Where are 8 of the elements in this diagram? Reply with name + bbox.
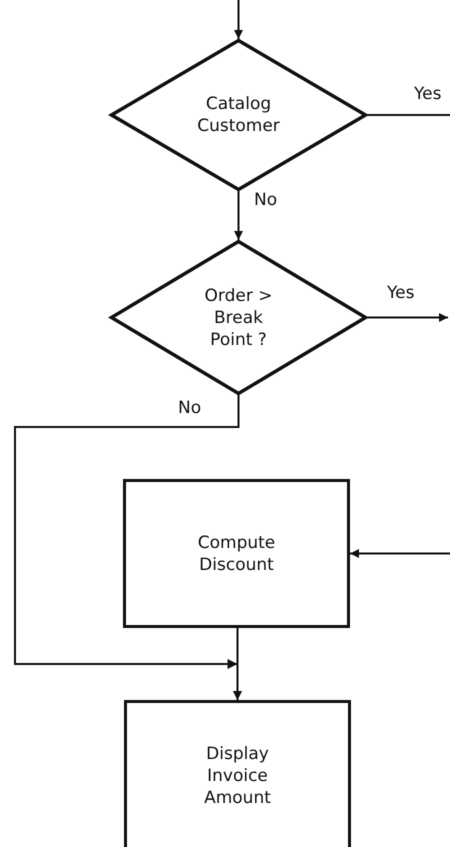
process-box (123, 479, 350, 628)
decision-text: Catalog Customer (196, 93, 281, 137)
process-text: Display Invoice Amount (203, 743, 272, 809)
decision-diamond (110, 39, 367, 191)
decision-diamond (110, 240, 367, 395)
process-box (124, 700, 351, 847)
decision-text: Order > Break Point ? (204, 284, 274, 350)
process-text: Compute Discount (196, 532, 276, 576)
